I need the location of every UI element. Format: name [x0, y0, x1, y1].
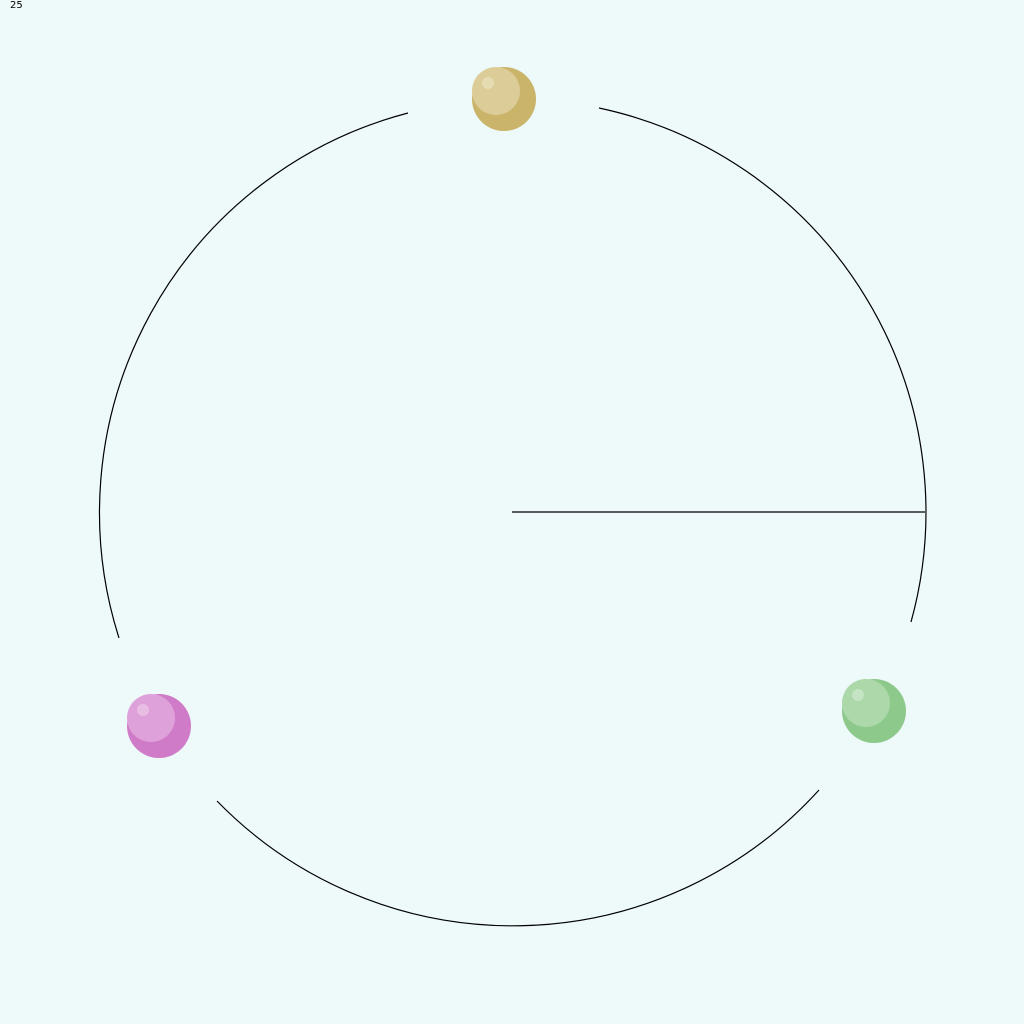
gold-ball[interactable]	[472, 67, 536, 131]
ring-arc-left	[98, 112, 409, 639]
ring	[98, 107, 927, 927]
ring-arc-bottom	[216, 789, 820, 927]
ring-arc-right	[598, 107, 927, 623]
green-ball[interactable]	[842, 679, 906, 743]
pink-ball[interactable]	[127, 694, 191, 758]
score-counter: 25	[10, 0, 23, 11]
